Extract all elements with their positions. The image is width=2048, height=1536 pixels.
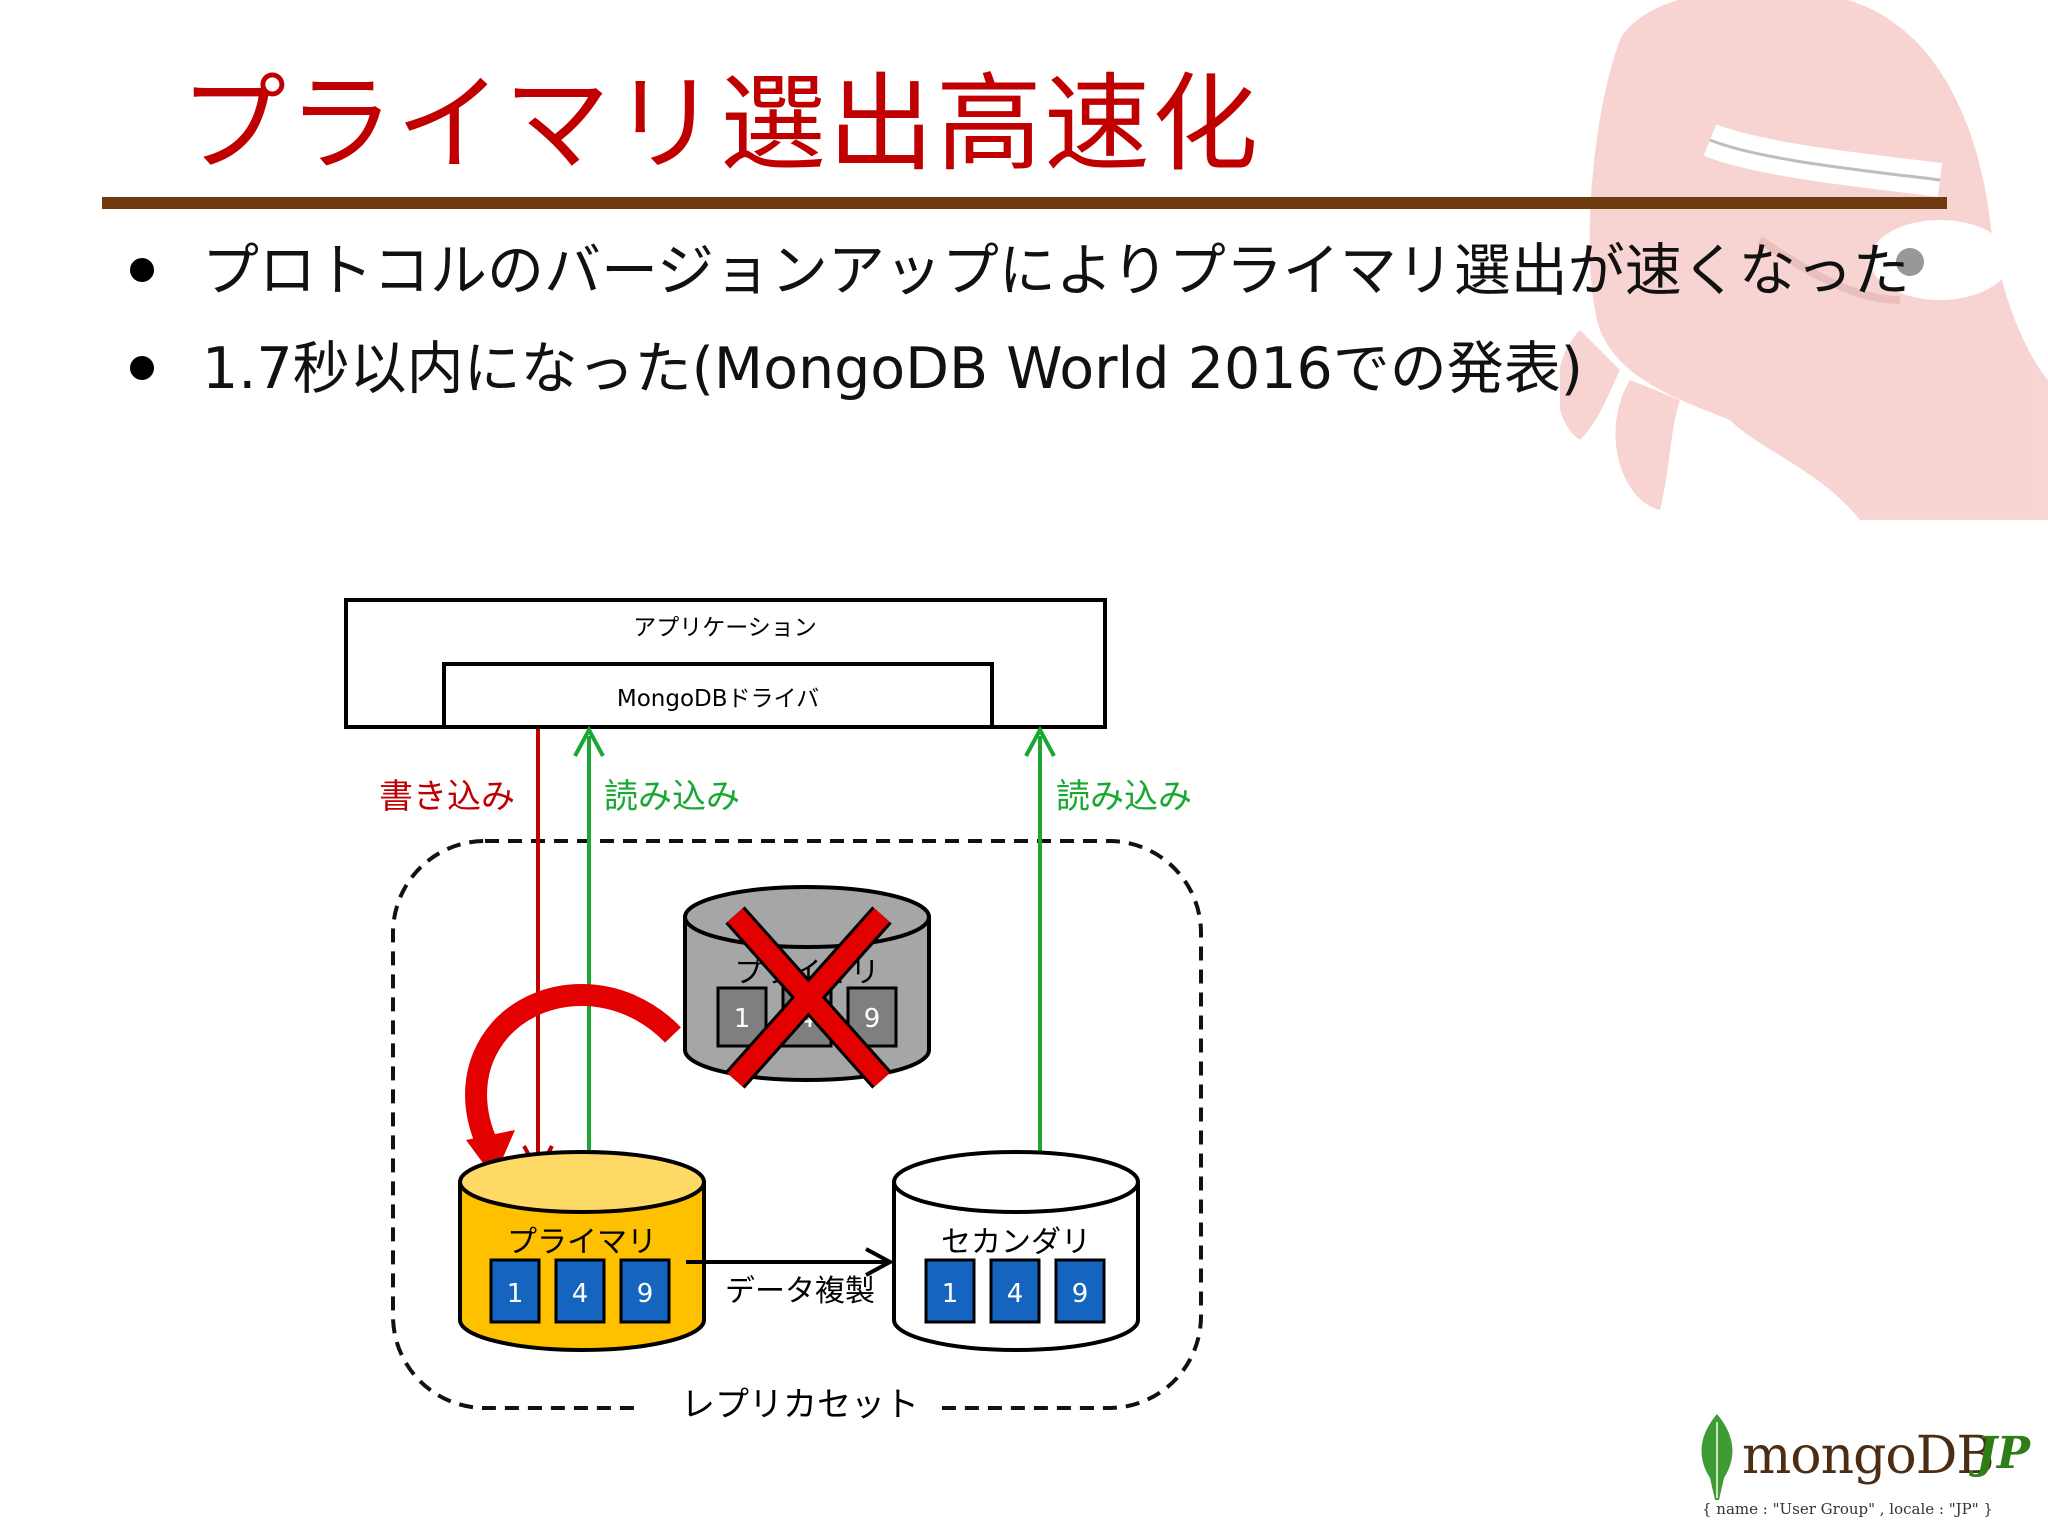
logo-jp-suffix: JP [1976,1428,2030,1479]
page-title: プライマリ選出高速化 [180,63,1260,186]
bullet-list: プロトコルのバージョンアップによりプライマリ選出が速くなった 1.7秒以内になっ… [120,228,1920,424]
secondary-cell-1: 1 [942,1279,959,1309]
primary-cell-1: 1 [507,1279,524,1309]
failure-x-mark [725,906,892,1089]
primary-cell-2: 4 [572,1279,589,1309]
title-divider [102,197,1947,209]
mascot-illustration [1560,0,2048,520]
primary-node: プライマリ 1 4 9 [458,1150,706,1352]
secondary-label: セカンダリ [941,1225,1091,1260]
primary-label: プライマリ [507,1225,657,1260]
failed-cell-3: 9 [864,1004,881,1034]
bullet-item-2: 1.7秒以内になった(MongoDB World 2016での発表) [120,326,1920,412]
mongodb-jp-logo: mongoDB JP { name : "User Group" , local… [1694,1408,2039,1528]
replication-label: データ複製 [725,1274,875,1309]
logo-tagline: { name : "User Group" , locale : "JP" } [1702,1500,1993,1518]
secondary-cell-3: 9 [1072,1279,1089,1309]
secondary-cell-2: 4 [1007,1279,1024,1309]
write-label: 書き込み [379,777,515,817]
read-label-left: 読み込み [604,777,740,817]
failed-cell-1: 1 [734,1004,751,1034]
bullet-text-1: プロトコルのバージョンアップによりプライマリ選出が速くなった [202,238,1910,304]
bullet-item-1: プロトコルのバージョンアップによりプライマリ選出が速くなった [120,228,1920,314]
application-label: アプリケーション [633,615,817,641]
driver-label: MongoDBドライバ [617,686,819,712]
secondary-node: セカンダリ 1 4 9 [892,1150,1140,1352]
logo-wordmark: mongoDB [1742,1426,1995,1486]
replica-set-boundary [391,839,1203,1410]
driver-box [442,662,994,729]
leaf-icon [1701,1414,1733,1500]
bullet-text-2: 1.7秒以内になった(MongoDB World 2016での発表) [202,336,1583,402]
read-label-right: 読み込み [1056,777,1192,817]
replica-set-label: レプリカセット [681,1385,919,1425]
failover-arrow [465,984,681,1178]
primary-cell-3: 9 [637,1279,654,1309]
